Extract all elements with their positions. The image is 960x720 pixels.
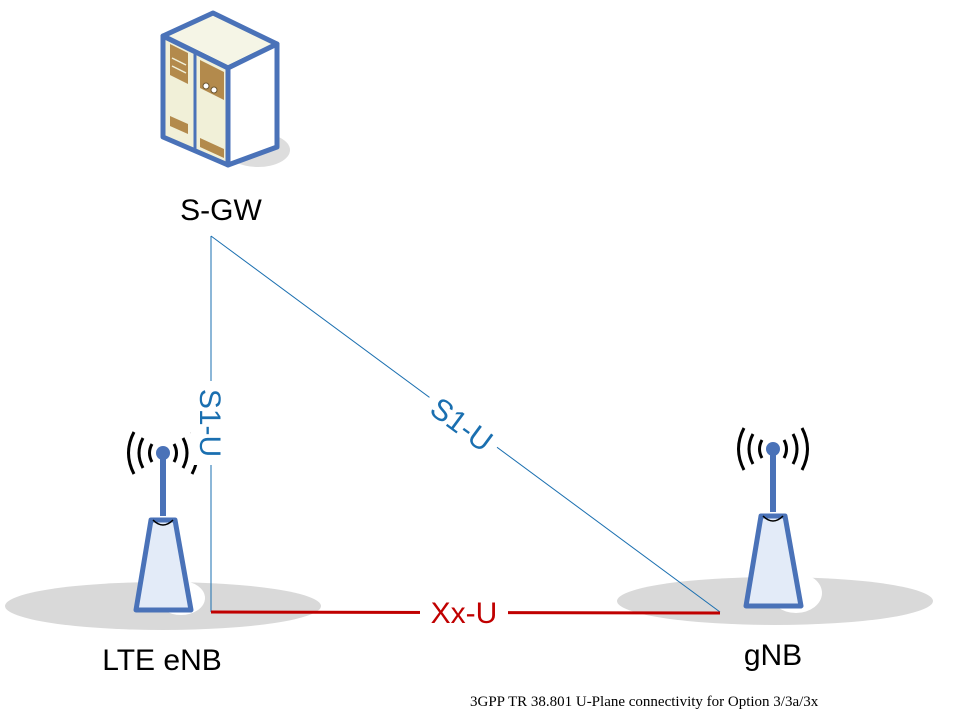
- label-s1u-gnb: S1-U: [416, 382, 508, 466]
- server-icon: [160, 10, 280, 168]
- label-s1u-enb-text: S1-U: [193, 389, 226, 457]
- figure-caption: 3GPP TR 38.801 U-Plane connectivity for …: [470, 694, 819, 710]
- gnb-antenna-icon: [737, 427, 822, 613]
- enb-antenna-icon: [127, 431, 205, 615]
- enb-radio-waves-icon: [127, 431, 199, 475]
- node-label-sgw: S-GW: [180, 194, 262, 227]
- label-xxu: Xx-U: [420, 594, 508, 632]
- label-s1u-enb: S1-U: [191, 381, 231, 465]
- gnb-radio-waves-icon: [737, 427, 809, 471]
- node-label-enb: LTE eNB: [102, 644, 222, 677]
- node-label-gnb: gNB: [744, 639, 802, 672]
- label-xxu-text: Xx-U: [431, 597, 498, 630]
